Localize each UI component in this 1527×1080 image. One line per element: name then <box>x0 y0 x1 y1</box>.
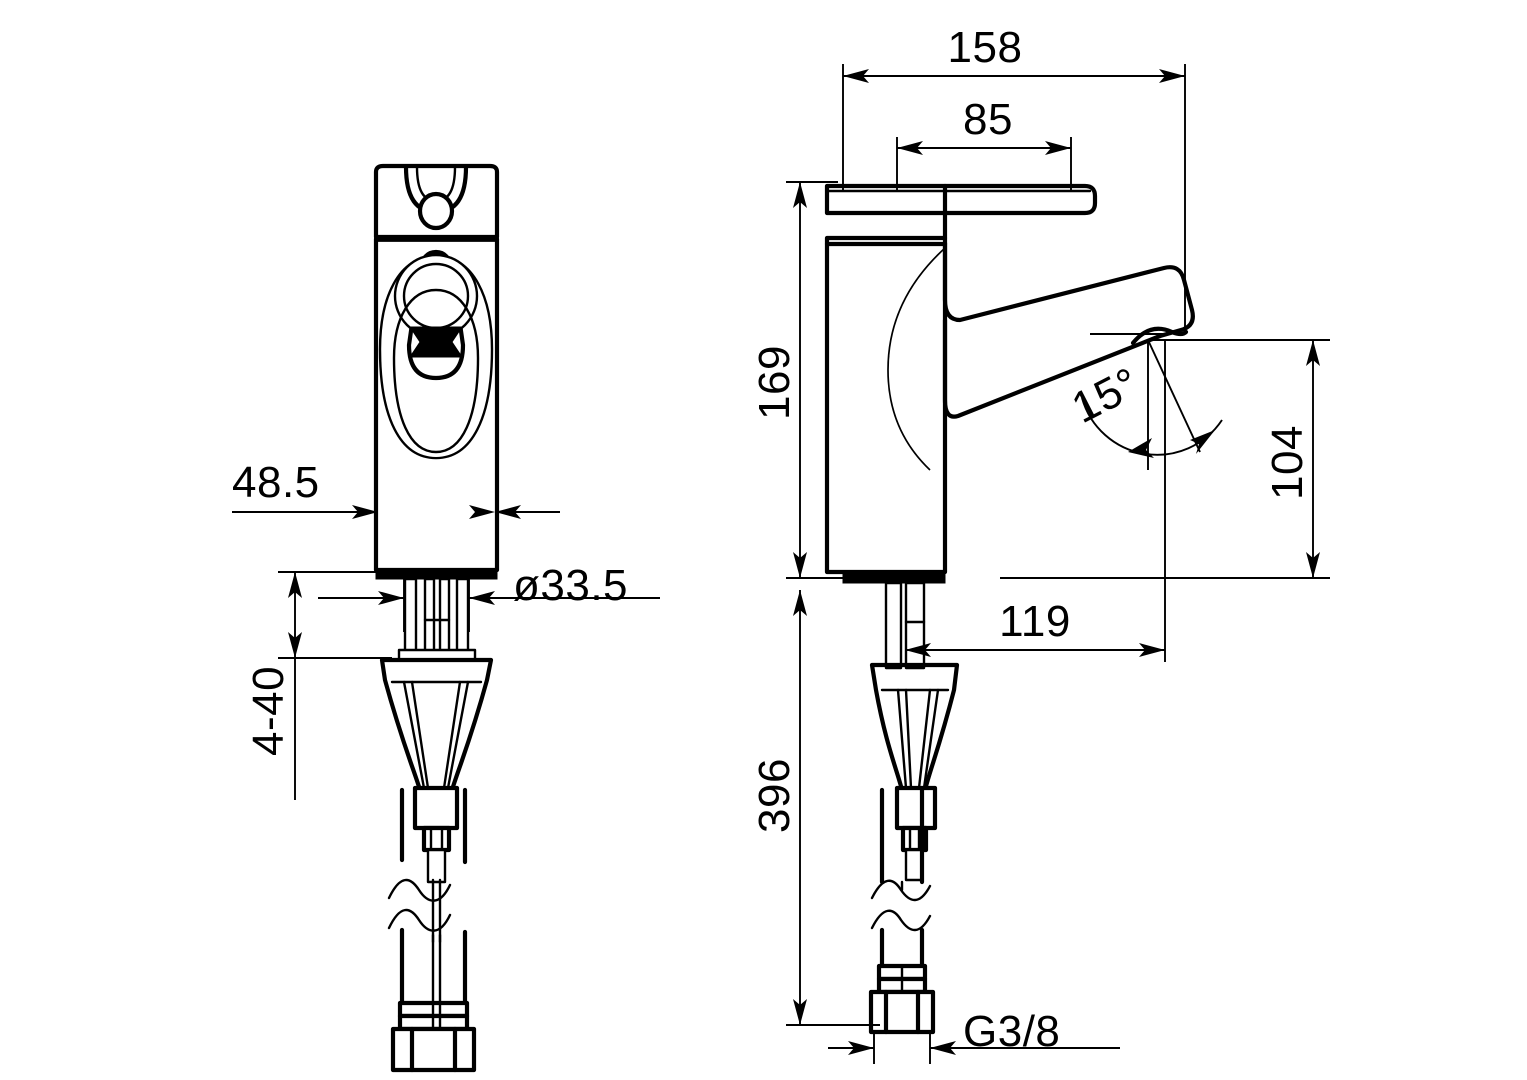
dimension-label-169: 169 <box>750 345 799 420</box>
front-view-geometry <box>373 163 500 1073</box>
dimension-label-396: 396 <box>750 758 799 833</box>
side-body <box>824 183 948 575</box>
dimension-label-4-40: 4-40 <box>244 666 293 756</box>
side-view-geometry <box>824 183 1195 1035</box>
dimension-label-119: 119 <box>999 597 1071 646</box>
dimension-label-85: 85 <box>963 95 1013 144</box>
dimension-label-33-5: ø33.5 <box>513 561 628 610</box>
front-shank <box>375 569 498 662</box>
side-view-dimensions: 158 85 169 104 <box>750 23 1330 1064</box>
front-view-dimensions: 48.5 ø33.5 4-40 <box>232 458 660 800</box>
side-handle <box>824 183 1098 216</box>
front-fixing-cone <box>379 657 494 884</box>
dimension-label-158: 158 <box>948 23 1023 72</box>
side-supply-hose <box>868 787 936 1035</box>
side-shank <box>842 571 946 670</box>
dimension-label-48-5: 48.5 <box>232 458 320 507</box>
dimension-label-g38: G3/8 <box>963 1007 1060 1056</box>
front-supply-hoses <box>387 787 477 1073</box>
side-fixing-cone <box>869 662 960 882</box>
front-body <box>373 236 500 573</box>
dimension-label-104: 104 <box>1263 425 1312 500</box>
front-handle-cap <box>373 163 500 240</box>
